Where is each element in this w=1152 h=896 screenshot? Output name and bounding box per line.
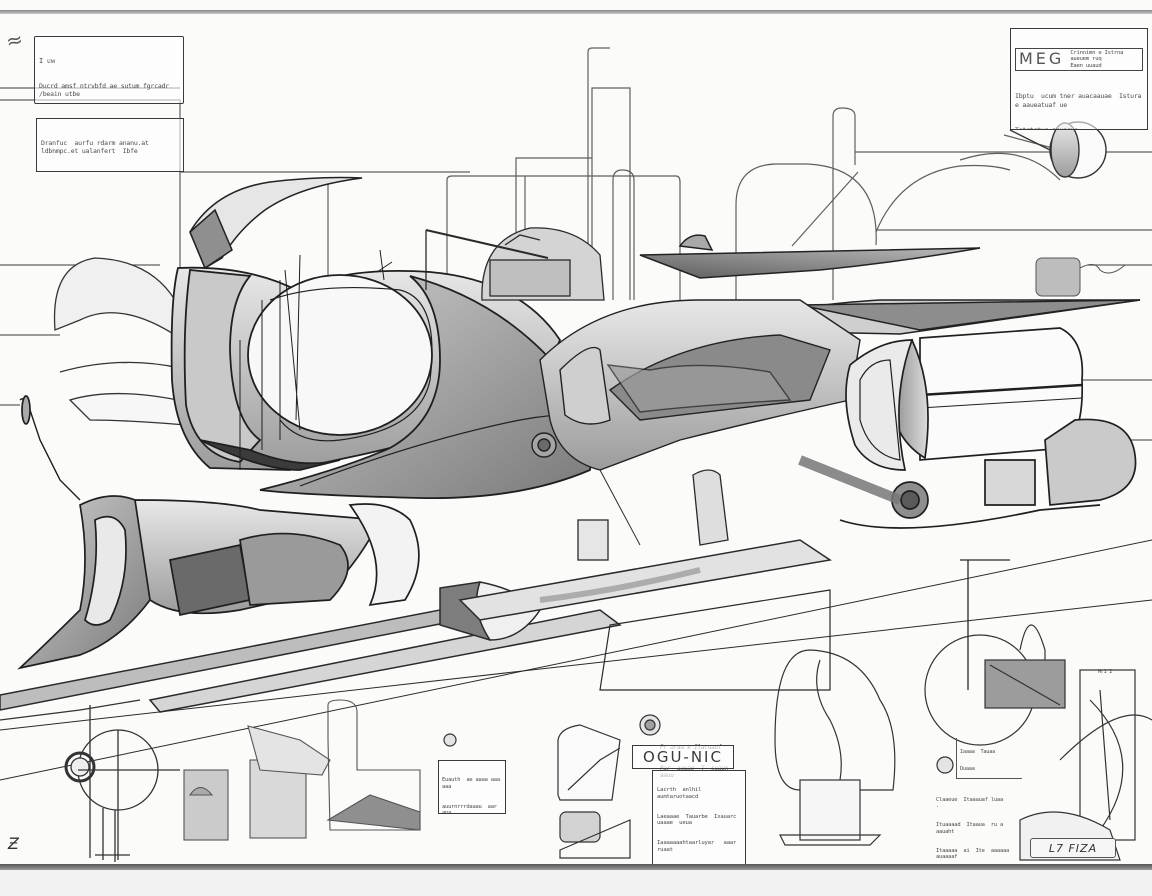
bottom-panels <box>183 699 421 841</box>
bottom-right-text-block: Claaeue Itaaauaf luaa . Ituaaaad Itaaua … <box>936 784 1012 862</box>
tail-fin <box>189 176 363 270</box>
annotation-line: Itaaaaa ai Ite aaaaaa auaaaaf <box>936 848 1010 861</box>
artist-signature: Ƶ <box>8 834 21 853</box>
annotation-line: Iaaaa Tauaa <box>960 748 996 755</box>
center-parts <box>577 469 1010 690</box>
badge-icon <box>443 714 954 774</box>
front-pod <box>17 395 420 670</box>
annotation-line: Lacrth anlhil aumtaruotaacd <box>657 787 705 800</box>
license-plate-text: L7 FIZA <box>1048 841 1098 855</box>
right-engine <box>798 327 1137 529</box>
bottom-right-small-note: Iaaaa Tauaa Duaaa Iuaaaaaaauaar ar Itaaa… <box>956 738 1022 779</box>
upper-wings <box>639 234 1141 335</box>
top-left-annotation-box: I ᴜᴍ Ducrd amsf ntrvbfd ae sutum fgrcadr… <box>34 36 184 104</box>
annotation-title: MEG <box>1019 49 1065 69</box>
mid-left-annotation-box: Dranfuc aurfu rdarm ananu.at ldbnmpc.et … <box>36 118 184 172</box>
annotation-subtitle: Crinnimn e Istrna aueuem ruq Eaen uuaud <box>1070 50 1123 70</box>
annotation-line: Ducrd amsf ntrvbfd ae sutum fgrcadr /bea… <box>39 82 173 99</box>
small-tag-box: Euauth ae aaaa aaa aaa auurnrrrdaaau aar… <box>438 760 506 814</box>
sheet-bottom-edge <box>0 864 1152 870</box>
cockpit-body <box>170 249 651 500</box>
annotation-line: Claaeue Itaaauaf luaa . <box>936 796 1012 810</box>
subtitle-line: aueuem ruq <box>1070 56 1102 63</box>
turret <box>425 227 605 301</box>
annotation-line: Laeaaae Tauarbe Isauarc uaaae ueua <box>657 813 740 827</box>
sheet-top-edge <box>0 10 1152 14</box>
center-description-box: Lacrth anlhil aumtaruotaacd Laeaaae Taua… <box>652 770 746 866</box>
annotation-line: Ibptu ucum tner auacaauae Istura e aauea… <box>1015 92 1145 109</box>
top-right-annotation-box: MEG Crinnimn e Istrna aueuem ruq Eaen uu… <box>1010 28 1148 130</box>
bottom-center-objects <box>557 724 631 859</box>
license-plate: L7 FIZA <box>1030 838 1116 858</box>
sheet-margin <box>0 870 1152 896</box>
center-title: OGU-NIC <box>643 748 723 766</box>
landing-rails <box>0 539 1152 781</box>
annotation-line: Ituaaaad Itaaua ru a aauaht <box>936 822 1010 835</box>
annotation-line: Duaaa <box>960 765 975 772</box>
circle-diagram <box>0 699 180 862</box>
mid-fuselage <box>531 299 861 471</box>
subtitle-line: Crinnimn e Istrna <box>1070 49 1124 56</box>
annotation-line: Dranfuc aurfu rdarm ananu.at ldbnmpc.et … <box>41 138 157 156</box>
subtitle-line: Eaen uuaud <box>1070 62 1102 69</box>
annotation-title-row: MEG Crinnimn e Istrna aueuem ruq Eaen uu… <box>1015 47 1143 72</box>
annotation-line: auurnrrrdaaau aar ana <box>442 803 503 814</box>
sphere-detail <box>1009 121 1107 179</box>
center-title-box: OGU-NIC <box>632 745 734 769</box>
tiny-label: Mr1 2 <box>1098 669 1113 675</box>
annotation-line: Tetrtstus anuacuo bmaauauttautauttcrcne … <box>1015 125 1079 130</box>
annotation-heading: I ᴜᴍ <box>39 56 55 65</box>
annotation-line: Euauth ae aaaa aaa aaa <box>442 777 503 790</box>
annotation-line: Iaaaaaaahtaarluyar aaar ruaat <box>657 839 740 853</box>
canister <box>1035 257 1126 297</box>
